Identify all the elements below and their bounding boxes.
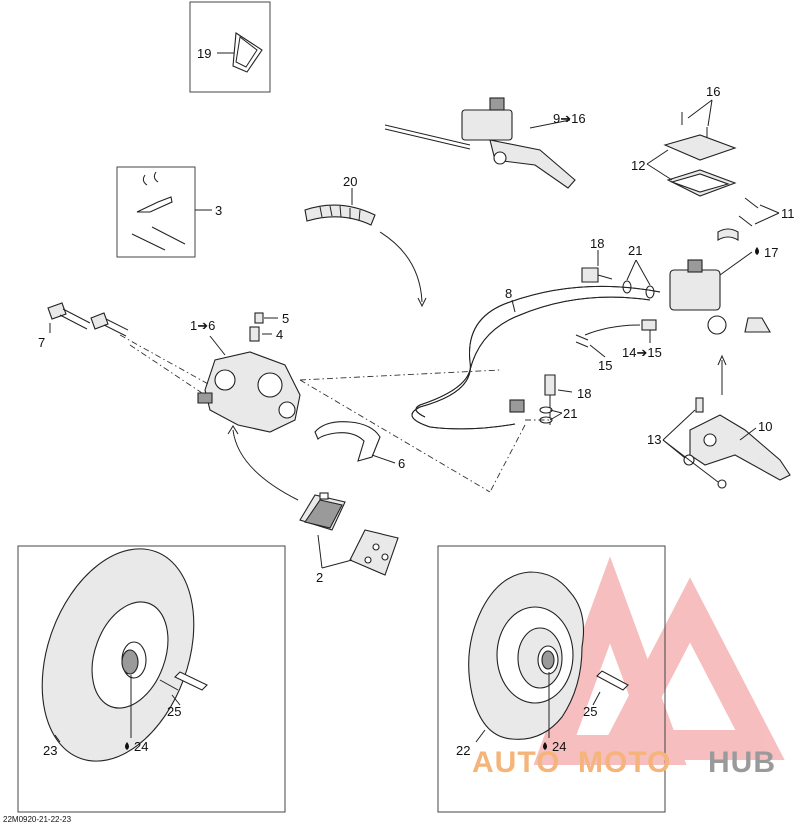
callout-10: 10: [758, 419, 772, 434]
handlebar-master-cylinder-top: [384, 97, 576, 189]
part-2-brake-pads: [299, 492, 399, 576]
callout-21-lower: 21: [563, 406, 577, 421]
inset-box-right: [437, 545, 666, 813]
callout-14-15: 14➔15: [622, 345, 662, 360]
callout-13: 13: [647, 432, 661, 447]
watermark-text-hub: HUB: [708, 746, 776, 779]
callout-12: 12: [631, 158, 645, 173]
part-1-6-caliper: [197, 351, 301, 433]
part-25-dowel-right: [596, 670, 629, 691]
callout-20: 20: [343, 174, 357, 189]
callout-7: 7: [38, 335, 45, 350]
callout-25-left: 25: [167, 704, 181, 719]
callout-17: 17: [764, 245, 778, 260]
part-4-bleeder: [249, 326, 260, 342]
callout-19: 19: [197, 46, 211, 61]
inset-box-3: [116, 166, 196, 258]
watermark-logo: [533, 556, 785, 765]
callout-18-lower: 18: [577, 386, 591, 401]
callout-24-left: 24: [134, 739, 148, 754]
part-19-seal: [232, 32, 263, 73]
callout-11: 11: [781, 206, 795, 221]
callout-2: 2: [316, 570, 323, 585]
callout-15: 15: [598, 358, 612, 373]
callout-8: 8: [505, 286, 512, 301]
inset-box-19: [189, 1, 271, 93]
part-23-brake-disc: [41, 548, 195, 762]
figure-code: 22M0920-21-22-23: [3, 815, 72, 824]
watermark-text-moto: MOTO: [578, 746, 671, 779]
callout-25-right: 25: [583, 704, 597, 719]
callout-16: 16: [706, 84, 720, 99]
part-6-clip: [314, 421, 381, 462]
part-18-banjo-bolt-top: [581, 267, 599, 283]
callout-3: 3: [215, 203, 222, 218]
callout-22: 22: [456, 743, 470, 758]
callout-6: 6: [398, 456, 405, 471]
part-7-bolts: [47, 302, 129, 337]
callout-4: 4: [276, 327, 283, 342]
part-25-dowel-left: [174, 671, 208, 691]
callout-24-right: 24: [552, 739, 566, 754]
callout-21-top: 21: [628, 243, 642, 258]
callout-23: 23: [43, 743, 57, 758]
front-master-cylinder: [663, 112, 771, 335]
part-18-banjo-bolt-lower: [544, 374, 556, 396]
watermark-text-auto: AUTO: [472, 746, 560, 779]
part-20-boot: [304, 204, 376, 226]
inset-box-left: [17, 545, 286, 813]
callout-1-6: 1➔6: [190, 318, 215, 333]
part-10-brake-lever: [683, 397, 791, 489]
part-8-brake-line: [411, 285, 661, 430]
callout-18-top: 18: [590, 236, 604, 251]
part-22-brake-disc: [468, 571, 585, 740]
callout-9-16: 9➔16: [553, 111, 586, 126]
part-5-bleeder-cap: [254, 312, 264, 324]
callout-5: 5: [282, 311, 289, 326]
